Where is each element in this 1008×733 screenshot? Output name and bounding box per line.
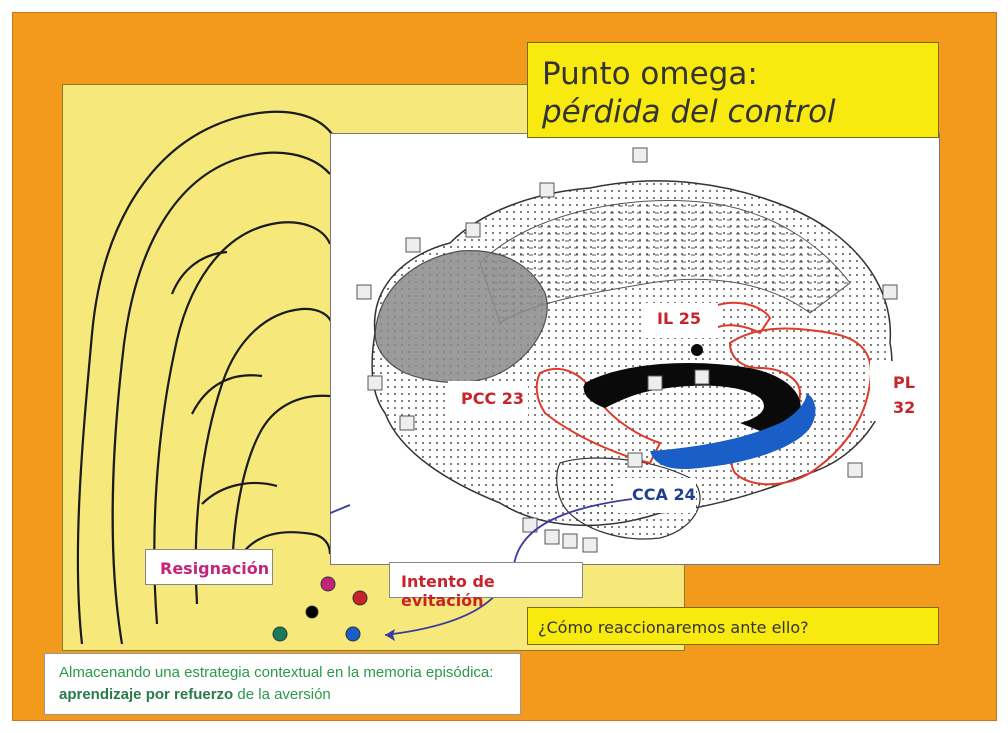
title-line-1: Punto omega: bbox=[542, 56, 758, 92]
region-label-pl-number: 32 bbox=[893, 398, 916, 417]
region-label-pcc: PCC 23 bbox=[461, 389, 525, 408]
colored-dots bbox=[272, 576, 368, 642]
region-label-pl: PL bbox=[893, 373, 915, 392]
caption-rest: de la aversión bbox=[233, 686, 331, 703]
bottom-caption-box: Almacenando una estrategia contextual en… bbox=[44, 653, 521, 715]
intento-evitacion-label: Intento de evitación bbox=[389, 562, 583, 610]
region-label-il: IL 25 bbox=[657, 309, 701, 328]
ear-outline-drawing bbox=[76, 110, 334, 645]
caption-bold: aprendizaje por refuerzo bbox=[59, 686, 234, 703]
title-box: Punto omega: pérdida del control bbox=[527, 42, 939, 138]
resignacion-label: Resignación bbox=[145, 549, 273, 585]
region-label-cca: CCA 24 bbox=[632, 485, 696, 504]
dot-black bbox=[305, 605, 319, 619]
title-line-2: pérdida del control bbox=[542, 94, 836, 130]
dot-green bbox=[272, 626, 288, 642]
caption-line-1: Almacenando una estrategia contextual en… bbox=[59, 664, 494, 681]
dot-magenta-1 bbox=[320, 576, 336, 592]
dot-blue bbox=[345, 626, 361, 642]
dot-red bbox=[352, 590, 368, 606]
question-box: ¿Cómo reaccionaremos ante ello? bbox=[527, 607, 939, 645]
